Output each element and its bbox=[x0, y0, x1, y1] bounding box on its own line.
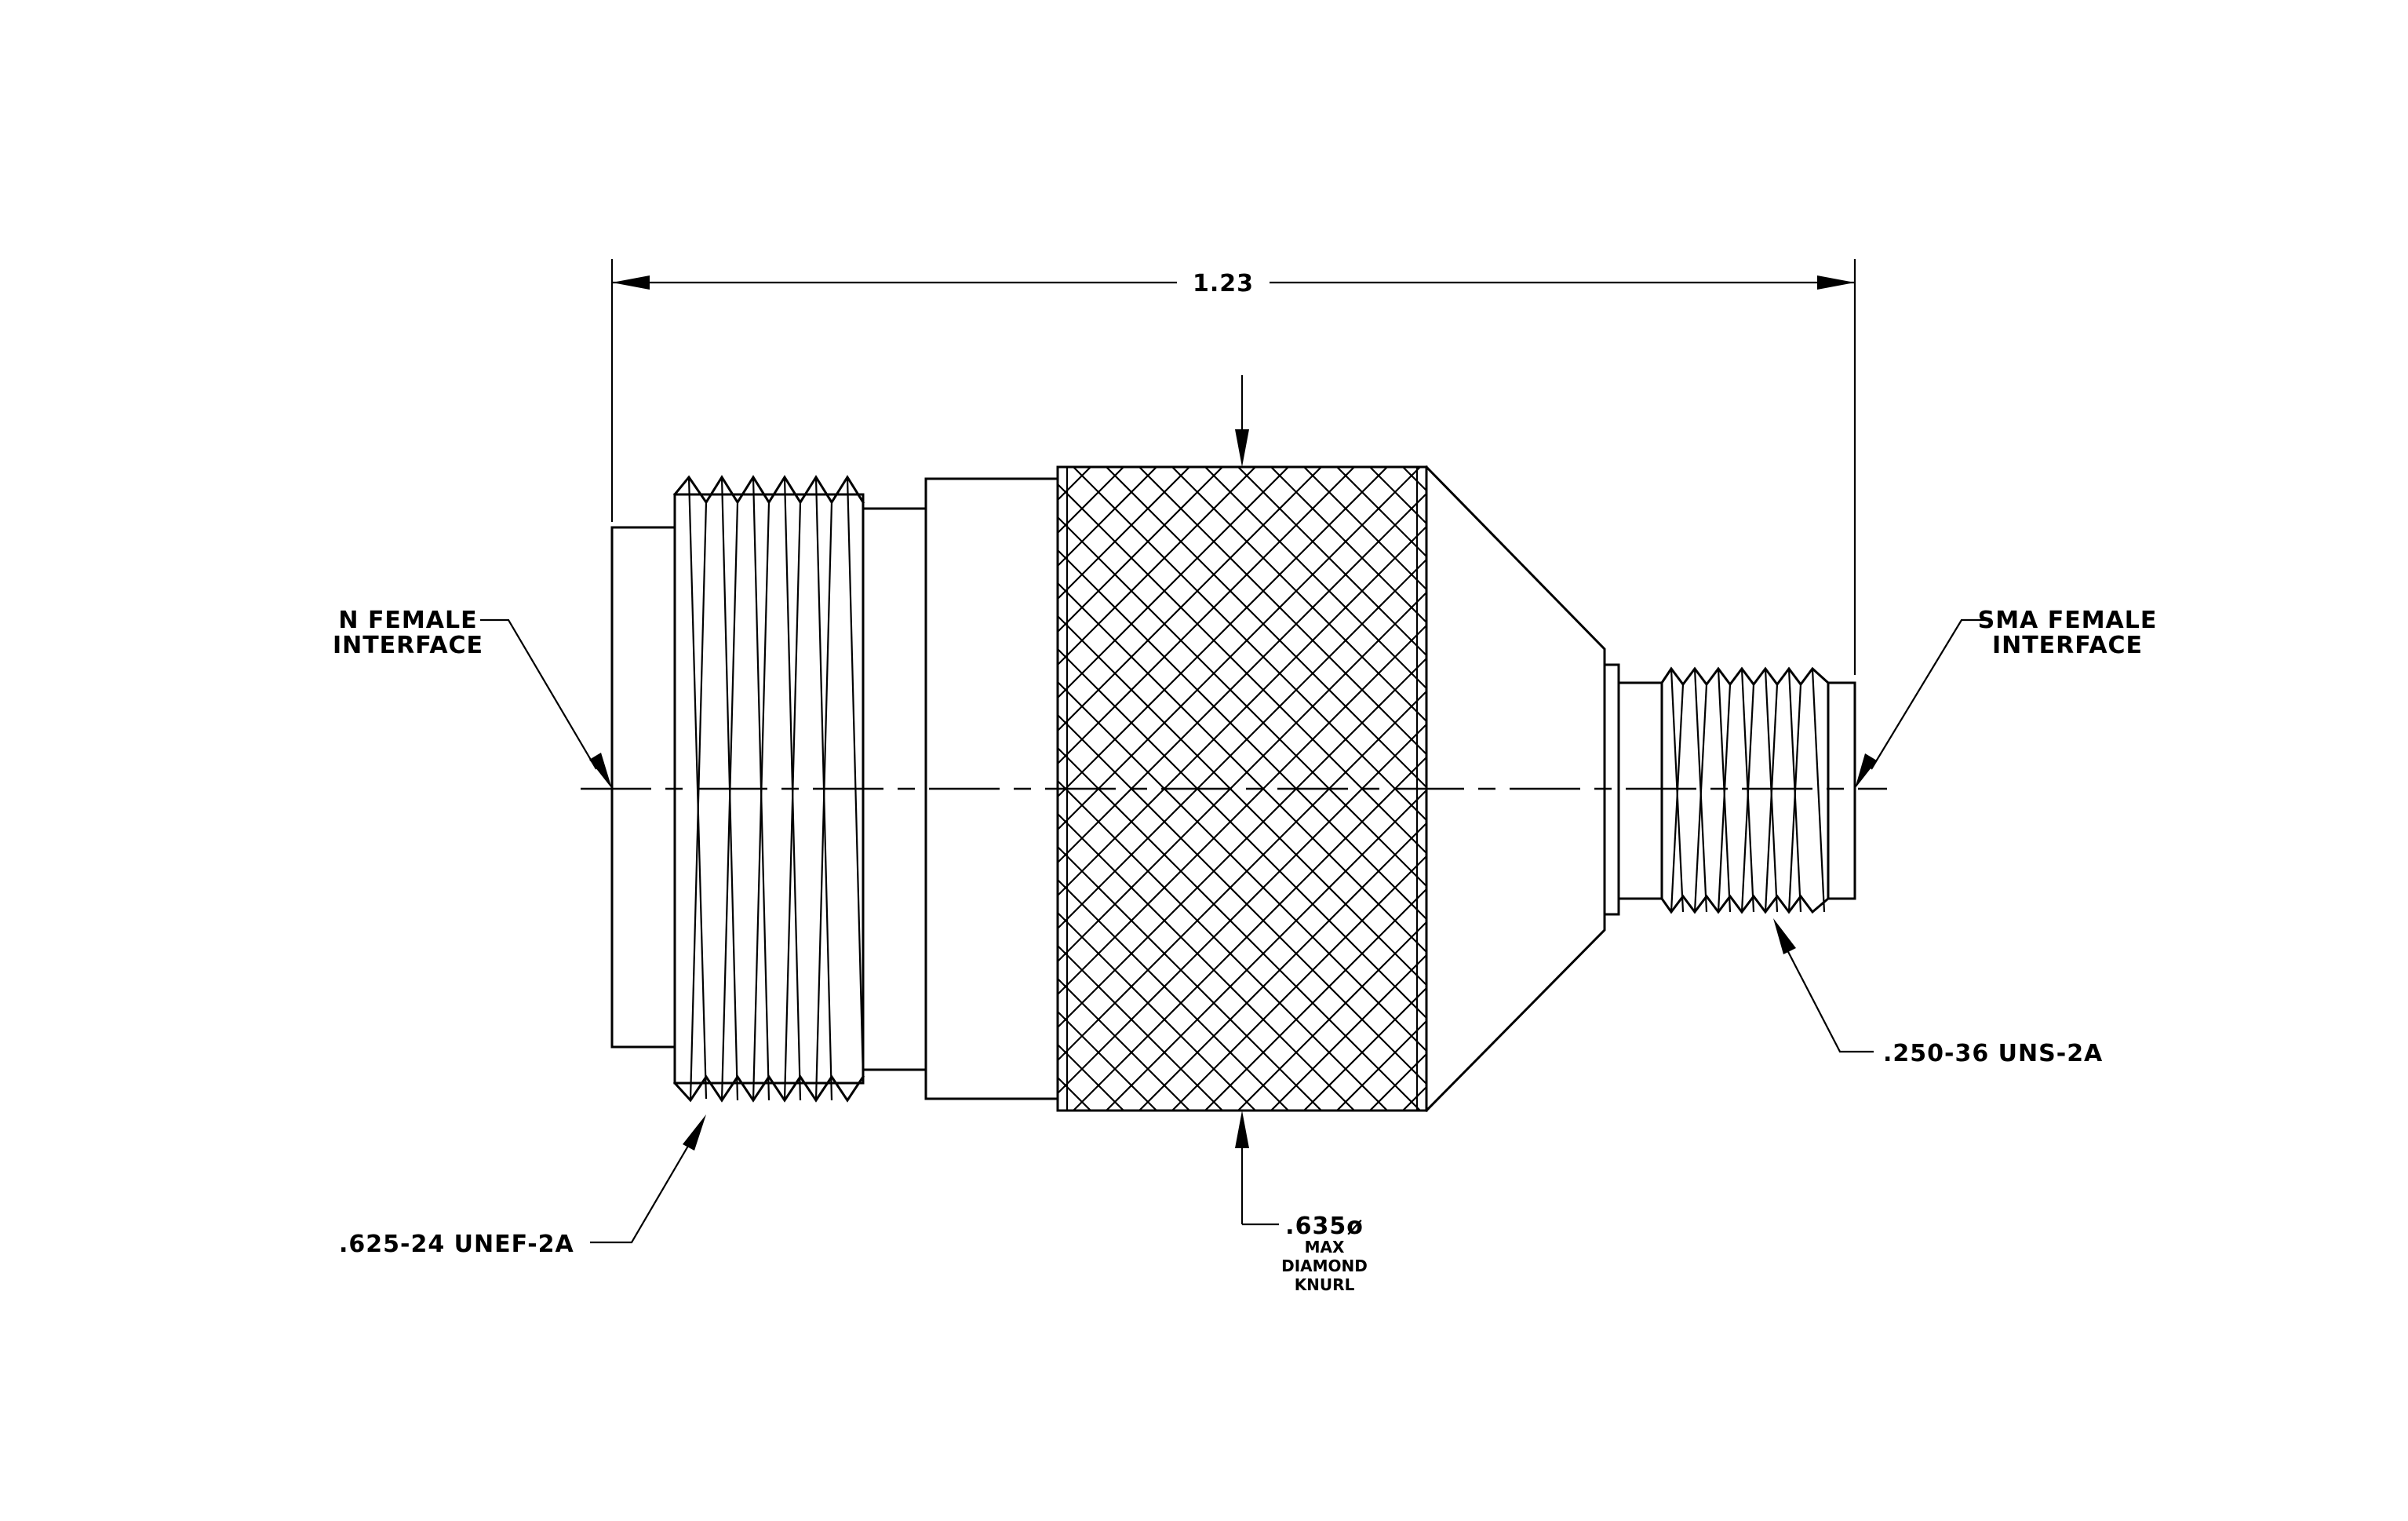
knurl-hatch-line bbox=[2029, 467, 2408, 1111]
sma-female-label-line2: INTERFACE bbox=[1992, 632, 2143, 659]
knurl-hatch-line bbox=[1270, 954, 1426, 1111]
knurl-hatch-line bbox=[1864, 467, 2408, 1111]
knurl-hatch-line bbox=[1204, 888, 1426, 1111]
sma-female-label-line1: SMA FEMALE bbox=[1978, 607, 2158, 634]
knurl-hatch-line bbox=[1996, 467, 2408, 1111]
arrowhead-n-interface bbox=[589, 753, 612, 789]
arrowhead-top bbox=[1235, 429, 1249, 467]
knurl-hatch-line bbox=[1237, 921, 1426, 1111]
knurl-hatch-line bbox=[1237, 467, 1426, 657]
n-female-interface-callout: N FEMALE INTERFACE bbox=[333, 607, 612, 789]
knurl-hatch-line bbox=[1864, 467, 2408, 1111]
knurl-diameter-callout: .635ø MAX DIAMOND KNURL bbox=[1235, 375, 1368, 1294]
knurl-max-label: MAX bbox=[1305, 1238, 1345, 1257]
knurl-hatch-line bbox=[1634, 467, 2277, 1111]
knurl-hatch-line bbox=[1831, 467, 2408, 1111]
sma-thread-label: .250-36 UNS-2A bbox=[1883, 1040, 2103, 1067]
arrowhead-bottom bbox=[1235, 1111, 1249, 1148]
knurl-hatch-line bbox=[1138, 467, 1426, 756]
knurl-hatch-line bbox=[1996, 467, 2408, 1111]
n-female-label-line1: N FEMALE bbox=[338, 607, 477, 634]
knurl-hatch-line bbox=[1204, 467, 1426, 690]
knurl-hatch-line bbox=[1270, 467, 1426, 624]
sma-neck bbox=[1617, 681, 1663, 900]
arrowhead-left bbox=[612, 275, 650, 290]
knurl-hatch-line bbox=[1106, 467, 1426, 789]
arrowhead-sma-thread bbox=[1773, 918, 1796, 954]
knurl-hatch-line bbox=[1138, 822, 1426, 1111]
knurl-diamond-label: DIAMOND bbox=[1281, 1257, 1368, 1275]
knurl-hatch-line bbox=[1171, 467, 1426, 723]
knurl-hatch-line bbox=[1963, 467, 2408, 1111]
knurl-knurl-label: KNURL bbox=[1295, 1275, 1355, 1294]
sma-thread-callout: .250-36 UNS-2A bbox=[1773, 918, 2103, 1067]
n-thread-label: .625-24 UNEF-2A bbox=[339, 1231, 574, 1258]
knurl-hatch-line bbox=[1963, 467, 2408, 1111]
knurl-hatch-line bbox=[1303, 467, 1426, 591]
knurl-hatch-line bbox=[1601, 467, 2244, 1111]
knurl-hatch-line bbox=[2062, 467, 2408, 1111]
knurl-hatch-line bbox=[1897, 467, 2408, 1111]
knurl-hatch-line bbox=[1634, 467, 2277, 1111]
knurl-hatch-line bbox=[1798, 467, 2408, 1111]
sma-interface-face bbox=[1827, 681, 1856, 900]
arrowhead-right bbox=[1817, 275, 1855, 290]
overall-length-label: 1.23 bbox=[1193, 270, 1254, 297]
n-female-label-line2: INTERFACE bbox=[333, 632, 483, 659]
sma-female-body bbox=[1424, 465, 1856, 1113]
knurl-hatch-line bbox=[1831, 467, 2408, 1111]
knurl-hatch-line bbox=[1171, 855, 1426, 1111]
knurl-hatch-line bbox=[1601, 467, 2244, 1111]
knurl-hatch-line bbox=[1106, 789, 1426, 1111]
knurl-hatch-line bbox=[2062, 467, 2408, 1111]
arrowhead-n-thread bbox=[683, 1114, 706, 1151]
sma-thread-section bbox=[1659, 666, 1831, 914]
overall-length-dimension: 1.23 bbox=[610, 259, 1856, 675]
knurl-diameter-label: .635ø bbox=[1285, 1213, 1364, 1240]
knurl-hatch-line bbox=[1798, 467, 2408, 1111]
arrowhead-sma-interface bbox=[1855, 753, 1877, 789]
knurl-hatch-line bbox=[1897, 467, 2408, 1111]
knurl-hatch-line bbox=[2029, 467, 2408, 1111]
n-interface-face bbox=[610, 526, 676, 1049]
knurl-hatch-line bbox=[1930, 467, 2408, 1111]
sma-female-interface-callout: SMA FEMALE INTERFACE bbox=[1855, 607, 2158, 789]
knurl-hatch-line bbox=[1930, 467, 2408, 1111]
knurl-hatch-line bbox=[1303, 987, 1426, 1111]
n-thread-callout: .625-24 UNEF-2A bbox=[339, 1114, 706, 1258]
